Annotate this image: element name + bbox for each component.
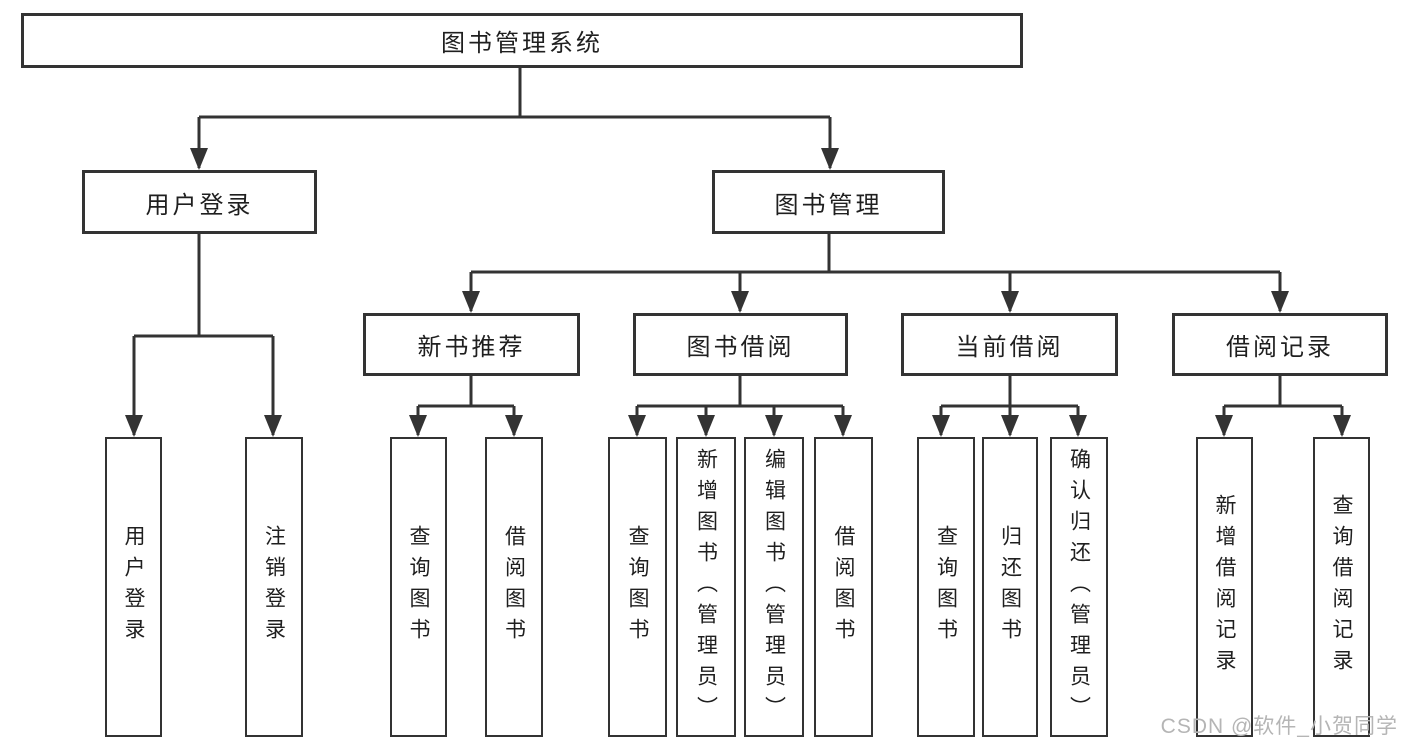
leaf-borrow-add-books-admin: 新增图书（管理员） — [676, 437, 736, 737]
node-current-borrow: 当前借阅 — [901, 313, 1118, 376]
leaf-borrow-edit-books-admin: 编辑图书（管理员） — [744, 437, 804, 737]
node-root: 图书管理系统 — [21, 13, 1023, 68]
leaf-records-add-record: 新增借阅记录 — [1196, 437, 1253, 737]
leaf-borrow-query-books: 查询图书 — [608, 437, 667, 737]
node-user-login: 用户登录 — [82, 170, 317, 234]
node-book-management: 图书管理 — [712, 170, 945, 234]
leaf-records-query-record: 查询借阅记录 — [1313, 437, 1370, 737]
node-book-borrow: 图书借阅 — [633, 313, 848, 376]
node-new-book-recommend: 新书推荐 — [363, 313, 580, 376]
leaf-recommend-borrow-books: 借阅图书 — [485, 437, 543, 737]
arrowheads — [125, 148, 1351, 437]
node-borrow-records: 借阅记录 — [1172, 313, 1388, 376]
leaf-current-return-books: 归还图书 — [982, 437, 1038, 737]
leaf-logout: 注销登录 — [245, 437, 303, 737]
leaf-current-query-books: 查询图书 — [917, 437, 975, 737]
leaf-recommend-query-books: 查询图书 — [390, 437, 447, 737]
leaf-current-confirm-return-admin: 确认归还（管理员） — [1050, 437, 1108, 737]
leaf-user-login: 用户登录 — [105, 437, 162, 737]
csdn-watermark: CSDN @软件_小贺同学 — [1160, 715, 1398, 738]
leaf-borrow-borrow-books: 借阅图书 — [814, 437, 873, 737]
